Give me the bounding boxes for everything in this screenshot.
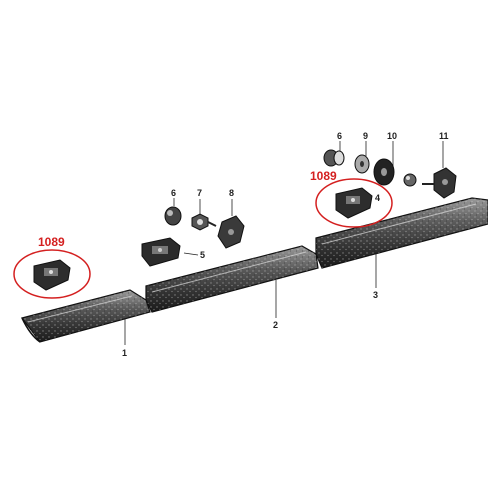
knob-part-8 xyxy=(217,215,245,249)
clip-part-5 xyxy=(141,237,181,267)
moulding-strip-3 xyxy=(315,197,488,269)
moulding-strip-1 xyxy=(20,289,151,343)
moulding-strip-2 xyxy=(145,245,319,313)
part-number-8: 8 xyxy=(229,188,234,198)
callout-oval-left xyxy=(13,249,91,299)
part-number-5: 5 xyxy=(200,250,205,260)
part-number-11: 11 xyxy=(439,131,449,141)
part-number-6a: 6 xyxy=(171,188,176,198)
knob-part-11 xyxy=(422,167,457,199)
part-number-4: 4 xyxy=(375,193,380,203)
nut-part-7a xyxy=(191,213,217,231)
callout-label-right: 1089 xyxy=(310,169,337,183)
callout-label-left: 1089 xyxy=(38,235,65,249)
part-number-6b: 6 xyxy=(337,131,342,141)
leader-lines xyxy=(124,141,444,345)
grommet-part-6b xyxy=(323,149,345,167)
washer-part-9 xyxy=(354,154,370,174)
nut-part-10b xyxy=(403,173,417,187)
washer-part-10 xyxy=(373,158,395,186)
part-number-7a: 7 xyxy=(197,188,202,198)
part-number-10: 10 xyxy=(387,131,397,141)
part-number-1: 1 xyxy=(122,348,127,358)
grommet-part-6a xyxy=(164,206,182,226)
part-number-2: 2 xyxy=(273,320,278,330)
part-number-9: 9 xyxy=(363,131,368,141)
part-number-3: 3 xyxy=(373,290,378,300)
callout-oval-right xyxy=(315,178,393,228)
